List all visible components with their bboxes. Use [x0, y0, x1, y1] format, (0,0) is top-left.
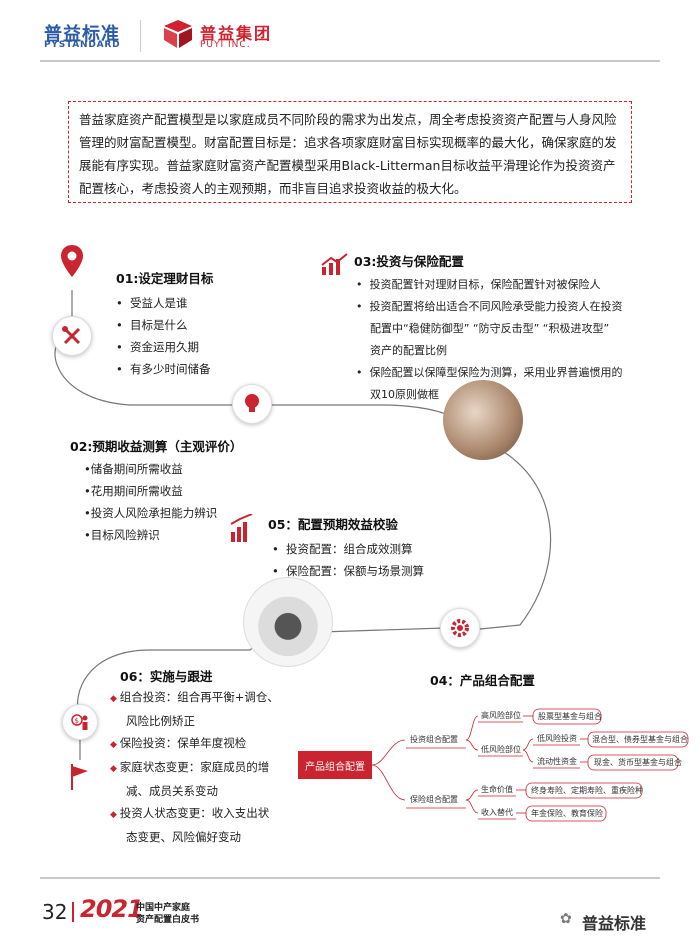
business-meeting-photo [443, 380, 523, 460]
flag-icon [71, 764, 88, 790]
list-item: 保险配置：保额与场景测算 [272, 560, 424, 582]
mindmap-node-cash-fund: 现金、货币型基金与组合 [594, 758, 682, 767]
page-number: 32 [42, 900, 68, 924]
mindmap-node-stock-fund: 股票型基金与组合 [538, 712, 602, 721]
gear-icon [440, 608, 480, 648]
footer-year: 2021 [80, 895, 144, 923]
mindmap-node-invest: 投资组合配置 [410, 735, 458, 744]
list-item: ◆ 组合投资：组合再平衡+调仓、 [110, 690, 279, 704]
footer-divider [72, 902, 74, 922]
step-03-list: • 投资配置针对理财目标，保险配置针对被保险人 • 投资配置将给出适合不同风险承… [356, 274, 622, 406]
list-item: •花用期间所需收益 [84, 484, 183, 498]
mindmap-node-life-value: 生命价值 [481, 785, 513, 794]
mindmap-node-income-replace: 收入替代 [481, 808, 513, 817]
footer-rule [40, 877, 660, 879]
logo-puyi-cn: 普益集团 [200, 24, 273, 43]
list-item: •投资人风险承担能力辨识 [84, 506, 218, 520]
step-05-title: 05：配置预期效益校验 [268, 517, 398, 532]
header-rule [40, 60, 660, 62]
footer-title-line2: 资产配置白皮书 [136, 915, 200, 925]
mindmap-node-low-risk-invest: 低风险投资 [537, 734, 577, 743]
list-item: 减、成员关系变动 [126, 784, 218, 798]
step-03-title: 03:投资与保险配置 [354, 254, 464, 269]
logo-divider [140, 20, 141, 52]
mindmap-node-low-risk: 低风险部位 [481, 745, 521, 754]
mindmap-node-annuity: 年金保险、教育保险 [531, 809, 603, 818]
list-item: 资产的配置比例 [370, 344, 447, 357]
intro-text-box: 普益家庭资产配置模型是以家庭成员不同阶段的需求为出发点，周全考虑投资资产配置与人… [68, 101, 632, 203]
lightbulb-icon [232, 384, 272, 424]
location-pin-icon [61, 245, 83, 277]
step-02-list: •储备期间所需收益 •花用期间所需收益 •投资人风险承担能力辨识 •目标风险辨识 [84, 458, 217, 546]
list-item: • 投资配置针对理财目标，保险配置针对被保险人 [356, 278, 601, 291]
step-02-title: 02:预期收益测算（主观评价） [70, 439, 243, 454]
mindmap-node-insure: 保险组合配置 [410, 795, 458, 804]
list-item: 有多少时间储备 [116, 358, 211, 380]
svg-text:$: $ [75, 717, 79, 725]
wechat-icon: ✿ [560, 911, 572, 927]
list-item: 双10原则做框 [370, 388, 439, 401]
list-item: 风险比例矫正 [126, 714, 195, 728]
step-06-list: ◆ 组合投资：组合再平衡+调仓、 风险比例矫正 ◆ 保险投资：保单年度视检 ◆ … [110, 686, 279, 848]
logo-puyi-en: PUYI INC. [200, 40, 251, 50]
money-person-icon: $ [62, 704, 98, 740]
step-05-list: 投资配置：组合成效测算 保险配置：保额与场景测算 [272, 538, 424, 582]
list-item: 资金运用久期 [116, 336, 211, 358]
step-01-title: 01:设定理财目标 [116, 271, 214, 286]
list-item: •目标风险辨识 [84, 528, 160, 542]
list-item: 投资配置：组合成效测算 [272, 538, 424, 560]
mindmap-node-life-products: 终身寿险、定期寿险、重疾险种 [531, 786, 643, 795]
list-item: 配置中“稳健防御型” “防守反击型” “积极进攻型” [370, 322, 610, 335]
list-item: • 保险配置以保障型保险为测算，采用业界普遍惯用的 [356, 366, 623, 379]
list-item: •储备期间所需收益 [84, 462, 183, 476]
list-item: ◆ 家庭状态变更：家庭成员的增 [110, 760, 270, 774]
list-item: • 投资配置将给出适合不同风险承受能力投资人在投资 [356, 300, 623, 313]
list-item: 受益人是谁 [116, 292, 211, 314]
logo-pystandard-cn: 普益标准 [44, 24, 120, 45]
step-06-title: 06：实施与跟进 [120, 669, 213, 684]
list-item: 目标是什么 [116, 314, 211, 336]
bar-chart-icon [230, 514, 253, 542]
watermark: 普益标准 [582, 914, 647, 933]
logo-pystandard-en: PYSTANDARD [44, 40, 121, 50]
list-item: ◆ 保险投资：保单年度视检 [110, 736, 247, 750]
mindmap-root: 产品组合配置 [298, 751, 372, 779]
mindmap-node-high-risk: 高风险部位 [481, 711, 521, 720]
laptop-photo [243, 577, 333, 667]
bar-chart-up-icon [321, 253, 348, 275]
list-item: ◆ 投资人状态变更：收入支出状 [110, 806, 270, 820]
mindmap-node-mixed-bond: 混合型、债券型基金与组合 [592, 735, 688, 744]
step-01-list: 受益人是谁 目标是什么 资金运用久期 有多少时间储备 [116, 292, 211, 380]
step-04-title: 04：产品组合配置 [430, 673, 535, 688]
mindmap-node-liquidity: 流动性资金 [537, 757, 577, 766]
footer-title-line1: 中国中产家庭 [136, 903, 191, 913]
puyi-logo-icon [164, 20, 192, 48]
list-item: 态变更、风险偏好变动 [126, 830, 241, 844]
tools-icon [52, 316, 92, 356]
